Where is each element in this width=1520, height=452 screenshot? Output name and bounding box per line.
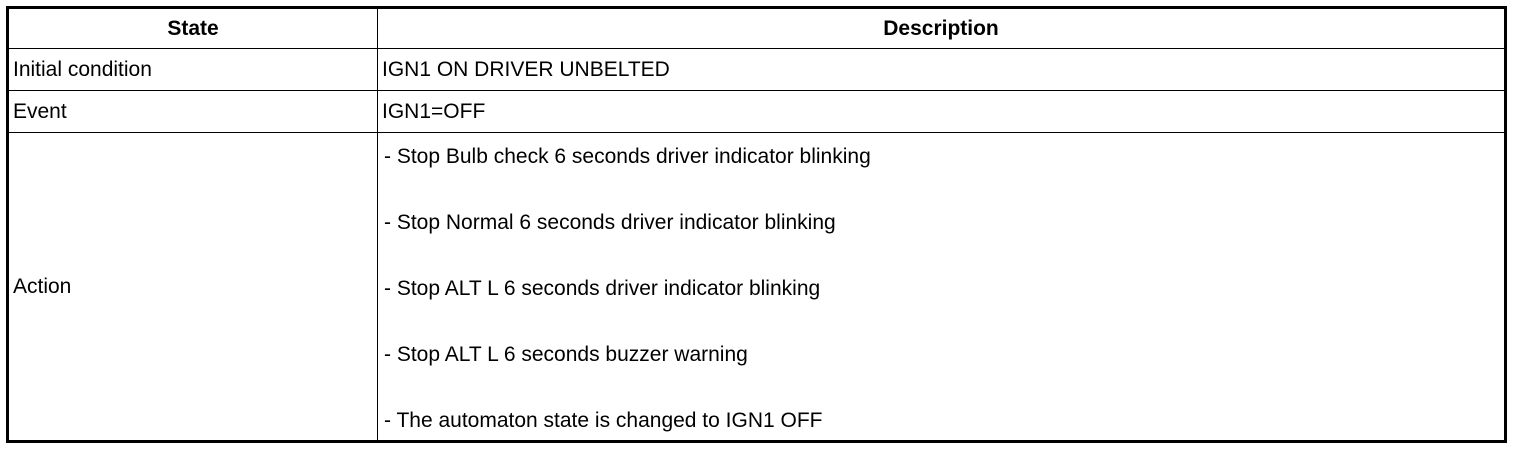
- table-row-initial-condition: Initial condition IGN1 ON DRIVER UNBELTE…: [7, 48, 1506, 91]
- header-description: Description: [377, 7, 1506, 49]
- table-row-event: Event IGN1=OFF: [7, 90, 1506, 133]
- description-cell: IGN1=OFF: [377, 90, 1506, 133]
- action-item: - Stop Normal 6 seconds driver indicator…: [384, 211, 836, 234]
- action-item: - The automaton state is changed to IGN1…: [384, 409, 823, 432]
- table-row-action: Action - Stop Bulb check 6 seconds drive…: [7, 132, 1506, 442]
- description-cell: IGN1 ON DRIVER UNBELTED: [377, 48, 1506, 91]
- state-cell: Action: [7, 132, 378, 442]
- action-list: - Stop Bulb check 6 seconds driver indic…: [384, 145, 1504, 433]
- description-cell: - Stop Bulb check 6 seconds driver indic…: [377, 132, 1506, 442]
- action-item: - Stop ALT L 6 seconds buzzer warning: [384, 343, 748, 366]
- header-state: State: [7, 7, 378, 49]
- table-header-row: State Description: [7, 7, 1506, 49]
- state-cell: Event: [7, 90, 378, 133]
- state-table: State Description Initial condition IGN1…: [6, 6, 1507, 443]
- state-cell: Initial condition: [7, 48, 378, 91]
- action-item: - Stop ALT L 6 seconds driver indicator …: [384, 277, 821, 300]
- action-item: - Stop Bulb check 6 seconds driver indic…: [384, 145, 871, 168]
